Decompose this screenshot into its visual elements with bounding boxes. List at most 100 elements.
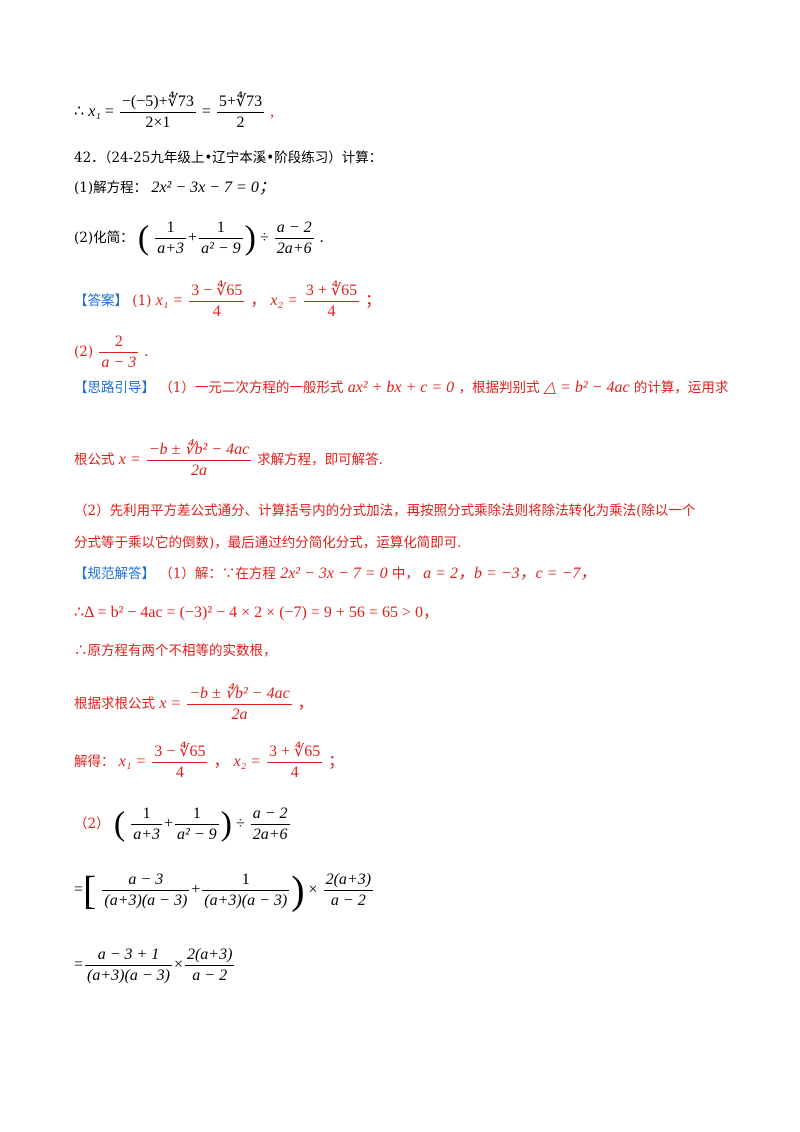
numerator: 3 + ∜65	[303, 281, 360, 302]
punctuation: .	[319, 229, 324, 247]
solution-line-8: =a − 3 + 1(a+3)(a − 3)×2(a+3)a − 2	[74, 945, 235, 986]
part-label: (1)	[132, 293, 152, 310]
denominator: 2×1	[145, 114, 171, 131]
numerator: 1	[175, 804, 219, 825]
x1-label: x₁	[88, 103, 101, 121]
equation: 2x² − 3x − 7 = 0；	[151, 179, 275, 196]
numerator: 3 + ∜65	[266, 742, 323, 763]
equation: 2x² − 3x − 7 = 0	[280, 565, 388, 582]
x1-label: x₁ =	[155, 292, 184, 310]
x-label: x =	[118, 451, 141, 469]
numerator: −(−5)+∜73	[119, 92, 196, 113]
fraction: 1(a+3)(a − 3)	[202, 870, 290, 911]
denominator: 4	[212, 303, 221, 320]
denominator: 2	[236, 114, 245, 131]
numerator: 1	[199, 218, 243, 239]
part-label: （2）	[74, 816, 110, 833]
numerator: 2(a+3)	[323, 870, 374, 891]
denominator: a − 2	[192, 967, 228, 984]
numerator: −b ± ∜b² − 4ac	[187, 684, 292, 705]
question-part-1: (1)解方程： 2x² − 3x − 7 = 0；	[74, 180, 275, 196]
separator: ，	[250, 292, 267, 310]
hint-text: ，根据判别式	[458, 380, 540, 396]
hint-text: 求解方程，即可解答.	[257, 452, 383, 469]
part-label: (1)解方程：	[74, 180, 148, 196]
part-label: (2)	[74, 344, 94, 361]
part-label: (2)化简：	[74, 230, 134, 247]
numerator: a − 2	[250, 804, 290, 825]
hint-tag: 【思路引导】	[74, 380, 155, 396]
therefore-symbol: ∴	[74, 103, 85, 121]
x-label: x =	[159, 695, 182, 713]
fraction: a − 3(a+3)(a − 3)	[102, 870, 190, 911]
denominator: (a+3)(a − 3)	[204, 892, 288, 909]
numerator: a − 2	[274, 218, 314, 239]
numerator: 3 − ∜65	[189, 281, 245, 302]
denominator: (a+3)(a − 3)	[87, 967, 170, 984]
fraction: 2(a+3)a − 2	[323, 870, 374, 911]
denominator: a − 2	[330, 892, 366, 909]
denominator: 4	[175, 764, 184, 781]
numerator: 5+∜73	[216, 92, 265, 113]
punctuation: ,	[270, 103, 275, 121]
x1-label: x₁ =	[118, 753, 147, 771]
x2-label: x₂ =	[270, 292, 298, 310]
fraction: 2(a+3)a − 2	[184, 945, 235, 986]
equals: =	[104, 103, 114, 121]
numerator: a − 3 + 1	[85, 945, 172, 966]
solution-line-2: ∴Δ = b² − 4ac = (−3)² − 4 × 2 × (−7) = 9…	[74, 604, 439, 621]
denominator: 4	[327, 303, 336, 320]
general-form: ax² + bx + c = 0	[347, 379, 455, 396]
denominator: 2a	[190, 462, 207, 479]
question-header: 42．（24-25九年级上•辽宁本溪•阶段练习）计算：	[74, 150, 383, 166]
denominator: 4	[290, 764, 299, 781]
numerator: 1	[155, 218, 187, 239]
equals: =	[201, 103, 211, 121]
punctuation: .	[144, 343, 149, 361]
hint-text: 根公式	[74, 452, 115, 469]
solution-text: 解得：	[74, 754, 115, 771]
hint-line-4: 分式等于乘以它的倒数)，最后通过约分简化分式，运算化简即可.	[74, 535, 462, 551]
fraction: a − 3 + 1(a+3)(a − 3)	[85, 945, 172, 986]
denominator: 2a+6	[252, 826, 288, 843]
numerator: 1	[202, 870, 290, 891]
answer-tag: 【答案】	[74, 293, 128, 310]
hint-text: （1）一元二次方程的一般形式	[159, 380, 344, 396]
denominator: (a+3)(a − 3)	[104, 892, 188, 909]
numerator: 2(a+3)	[184, 945, 235, 966]
denominator: 2a+6	[276, 240, 312, 257]
denominator: 2a	[231, 706, 248, 723]
solution-text: 中，	[391, 566, 419, 582]
numerator: −b ± ∜b² − 4ac	[146, 440, 252, 461]
solution-line-1: 【规范解答】 （1）解：∵在方程 2x² − 3x − 7 = 0 中， a =…	[74, 566, 596, 582]
denominator: a+3	[157, 240, 185, 257]
numerator: 1	[131, 804, 163, 825]
solution-text: （1）解：∵在方程	[159, 566, 276, 582]
numerator: a − 3	[102, 870, 190, 891]
hint-line-3: （2）先利用平方差公式通分、计算括号内的分式加法，再按照分式乘除法则将除法转化为…	[74, 503, 696, 519]
x2-label: x₂ =	[233, 753, 261, 771]
solution-tag: 【规范解答】	[74, 566, 155, 582]
discriminant: △ = b² − 4ac	[543, 379, 630, 396]
punctuation: ，	[297, 695, 314, 713]
denominator: a − 3	[101, 354, 137, 371]
hint-line-1: 【思路引导】 （1）一元二次方程的一般形式 ax² + bx + c = 0 ，…	[74, 380, 728, 396]
numerator: 3 − ∜65	[152, 742, 208, 763]
